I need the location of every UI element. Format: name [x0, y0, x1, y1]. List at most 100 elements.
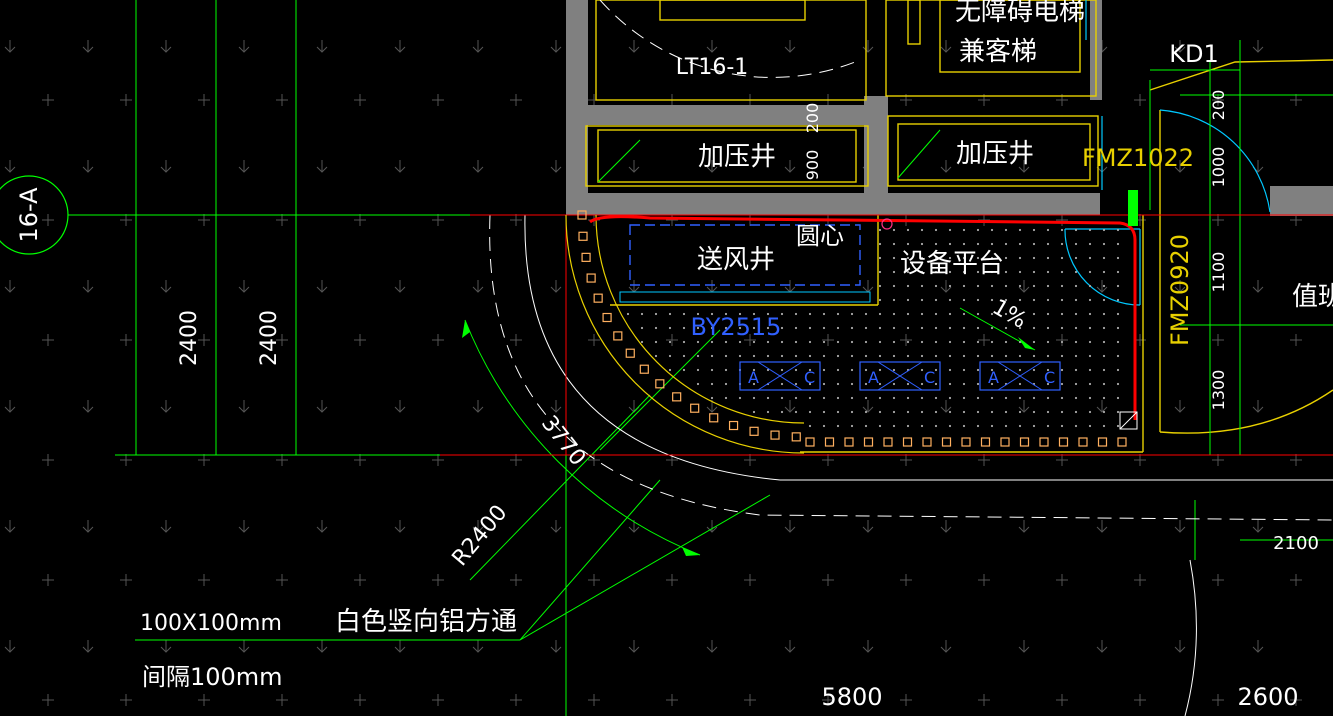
hatch-dot — [962, 228, 966, 232]
hatch-dot — [1102, 284, 1106, 288]
hatch-dot — [836, 382, 840, 386]
hatch-dot — [1088, 256, 1092, 260]
hatch-dot — [1046, 228, 1050, 232]
background-cross-icon — [1290, 334, 1302, 346]
background-mark-icon — [1174, 520, 1186, 533]
hatch-dot — [934, 396, 938, 400]
aluminium-tube — [728, 420, 739, 431]
hatch-dot — [654, 312, 658, 316]
hatch-dot — [962, 368, 966, 372]
room-label-equipment-platform: 设备平台 — [900, 249, 1004, 279]
background-mark-icon — [784, 640, 796, 653]
hatch-dot — [892, 354, 896, 358]
hatch-dot — [990, 270, 994, 274]
background-cross-icon — [1056, 574, 1068, 586]
hatch-dot — [976, 270, 980, 274]
hatch-dot — [892, 424, 896, 428]
hatch-dot — [906, 382, 910, 386]
background-mark-icon — [1252, 520, 1264, 533]
hatch-dot — [822, 340, 826, 344]
hatch-dot — [1116, 312, 1120, 316]
hatch-dot — [948, 256, 952, 260]
background-mark-icon — [1252, 40, 1264, 53]
hatch-dot — [1102, 256, 1106, 260]
background-mark-icon — [4, 520, 16, 533]
hatch-dot — [976, 256, 980, 260]
hatch-dot — [1074, 270, 1078, 274]
hatch-dot — [920, 270, 924, 274]
background-cross-icon — [978, 334, 990, 346]
aluminium-tube — [883, 437, 893, 447]
hatch-dot — [906, 298, 910, 302]
hatch-dot — [696, 326, 700, 330]
hatch-dot — [1088, 396, 1092, 400]
hatch-dot — [1088, 298, 1092, 302]
axis-lines — [440, 214, 1333, 456]
background-mark-icon — [940, 400, 952, 413]
hatch-dot — [934, 312, 938, 316]
hatch-dot — [892, 270, 896, 274]
hatch-dot — [1046, 396, 1050, 400]
background-mark-icon — [472, 280, 484, 293]
hatch-dot — [766, 326, 770, 330]
ac-unit-label-a: A — [868, 368, 879, 387]
hatch-dot — [1116, 382, 1120, 386]
hatch-dot — [976, 312, 980, 316]
hatch-dot — [892, 410, 896, 414]
hatch-dot — [1088, 270, 1092, 274]
dashed-curves — [489, 0, 1333, 521]
hatch-dot — [976, 410, 980, 414]
hatch-dot — [850, 326, 854, 330]
hatch-dot — [934, 424, 938, 428]
hatch-dot — [976, 368, 980, 372]
hatch-dot — [1018, 340, 1022, 344]
hatch-dot — [780, 312, 784, 316]
hatch-dot — [878, 312, 882, 316]
hatch-dot — [1102, 340, 1106, 344]
background-cross-icon — [354, 454, 366, 466]
background-cross-icon — [42, 694, 54, 706]
hatch-dot — [1102, 410, 1106, 414]
hatch-dot — [906, 270, 910, 274]
hatch-dot — [836, 340, 840, 344]
background-mark-icon — [82, 400, 94, 413]
aluminium-tube — [902, 437, 913, 447]
background-cross-icon — [354, 574, 366, 586]
hatch-dot — [878, 382, 882, 386]
hatch-dot — [1088, 368, 1092, 372]
door-swings — [1064, 0, 1271, 306]
background-mark-icon — [862, 280, 874, 293]
background-cross-icon — [120, 574, 132, 586]
hatch-dot — [1102, 354, 1106, 358]
aluminium-tube — [824, 437, 835, 447]
dimension-1100-right: 1100 — [1209, 252, 1228, 293]
dimension-2400-a: 2400 — [177, 310, 202, 366]
hatch-dot — [808, 368, 812, 372]
slope-arrow-icon — [1018, 337, 1035, 350]
hatch-dot — [1032, 410, 1036, 414]
dimension-2600: 2600 — [1237, 683, 1298, 711]
background-mark-icon — [784, 400, 796, 413]
hatch-dot — [1004, 270, 1008, 274]
hatch-dot — [1018, 312, 1022, 316]
hatch-dot — [906, 256, 910, 260]
aluminium-tube — [593, 293, 603, 303]
background-mark-icon — [1018, 400, 1030, 413]
background-cross-icon — [588, 454, 600, 466]
background-cross-icon — [822, 334, 834, 346]
hatch-dot — [696, 368, 700, 372]
ac-unit-label-c: C — [924, 368, 935, 387]
background-cross-icon — [588, 574, 600, 586]
hatch-dot — [1060, 270, 1064, 274]
background-cross-icon — [42, 214, 54, 226]
hatch-dot — [1060, 284, 1064, 288]
background-mark-icon — [784, 280, 796, 293]
hatch-dot — [878, 424, 882, 428]
background-cross-icon — [1134, 454, 1146, 466]
background-mark-icon — [862, 400, 874, 413]
hatch-dot — [752, 396, 756, 400]
background-cross-icon — [276, 574, 288, 586]
hatch-dot — [1046, 284, 1050, 288]
